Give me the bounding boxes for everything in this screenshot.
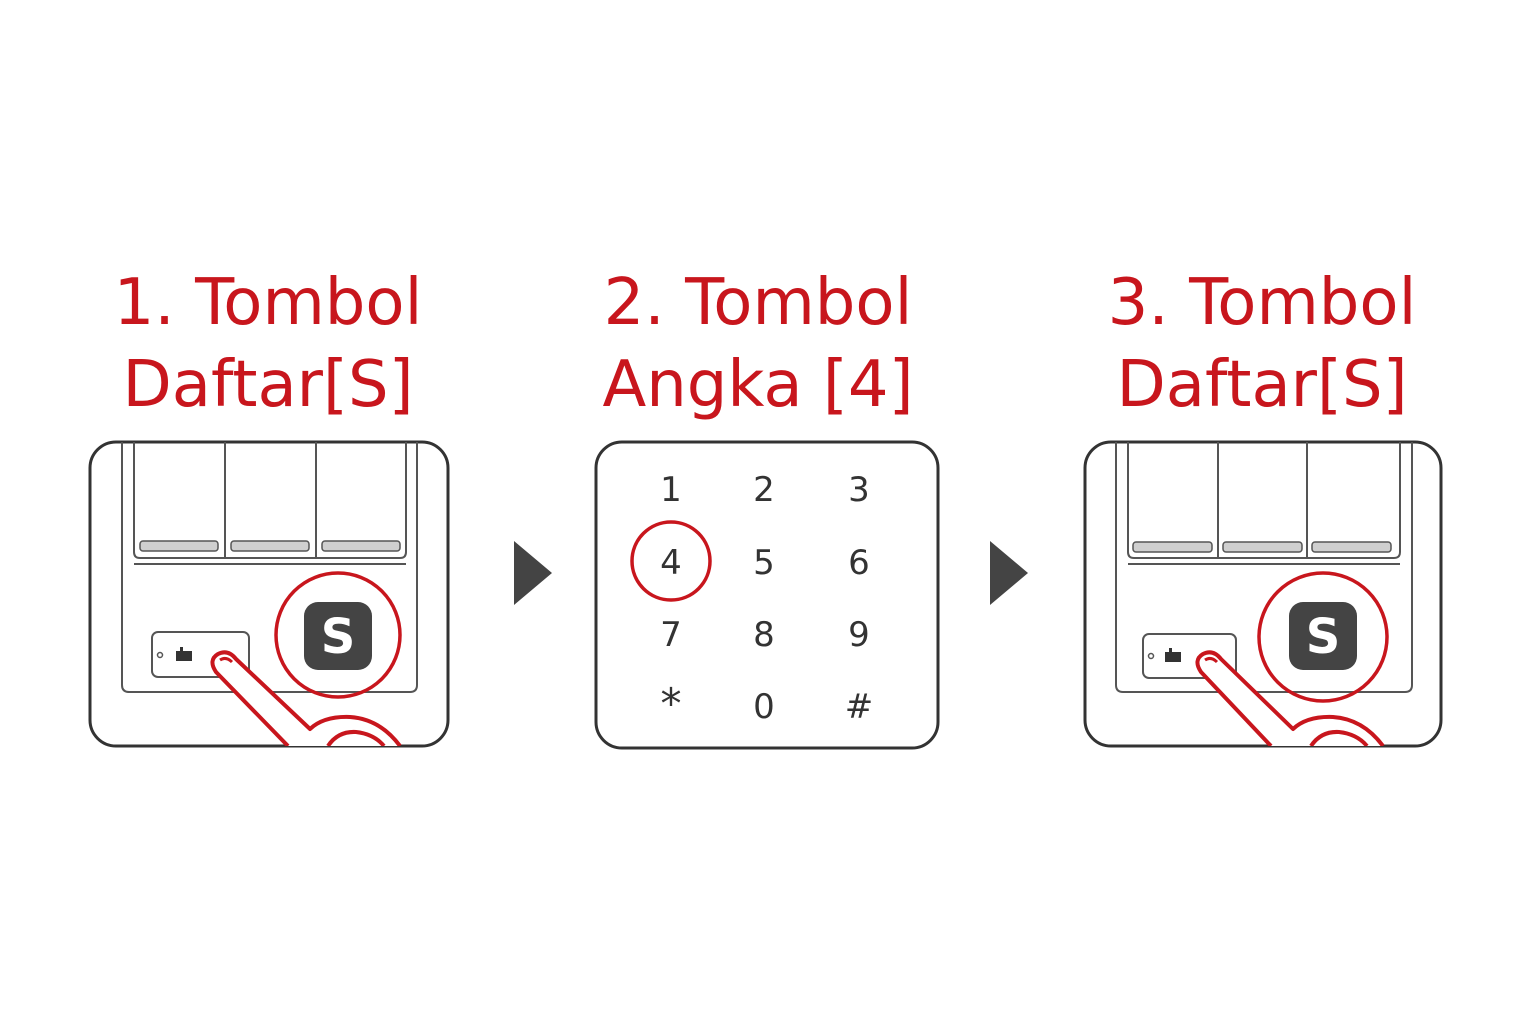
lock-body: S [121,442,418,746]
keypad-key-3[interactable]: 3 [848,470,870,510]
keypad-frame [594,440,940,750]
highlight-circle [274,571,402,699]
keypad-key-9[interactable]: 9 [848,615,870,655]
slot-indicator-2 [230,540,310,552]
keypad-key-4[interactable]: 4 [660,543,682,583]
s-key-icon: S [321,609,356,665]
s-key-icon: S [1306,609,1341,665]
keypad-key-star[interactable]: * [661,679,682,728]
step-2-title-line2: Angka [4] [602,348,914,422]
slot-indicator-3 [321,540,401,552]
register-s-button[interactable] [1289,602,1357,670]
step-3-title: 3. Tombol Daftar[S] [1052,262,1472,426]
keypad-key-7[interactable]: 7 [660,615,682,655]
step-2-keypad-illustration: 1 2 3 4 5 6 7 8 9 * 0 # [594,440,940,750]
keypad-key-hash[interactable]: # [845,687,874,727]
slot-indicator-3 [1311,541,1392,553]
pointing-finger-icon [210,650,402,746]
pointing-finger-icon [1195,650,1385,746]
step-1-title-line2: Daftar[S] [122,348,414,422]
step-3-title-line1: 3. Tombol [1107,266,1417,340]
keypad-key-0[interactable]: 0 [753,687,775,727]
battery-icon [180,647,183,651]
next-step-arrow-icon [514,541,552,605]
keypad-key-1[interactable]: 1 [660,470,682,510]
lock-body: S [1115,442,1413,746]
step-1-lock-illustration: S [88,440,450,748]
keypad-keys: 1 2 3 4 5 6 7 8 9 * 0 # [660,470,873,728]
step-2-title: 2. Tombol Angka [4] [548,262,968,426]
slot-indicator-1 [139,540,219,552]
step-2-title-line1: 2. Tombol [603,266,913,340]
step-3-lock-illustration: S [1083,440,1443,748]
next-step-arrow-icon [990,541,1028,605]
keypad-key-8[interactable]: 8 [753,615,775,655]
slot-indicator-1 [1132,541,1213,553]
keypad-key-6[interactable]: 6 [848,543,870,583]
key-highlight-circle [630,520,712,602]
slot-indicator-2 [1222,541,1303,553]
battery-icon [1169,648,1172,652]
keypad-key-5[interactable]: 5 [753,543,775,583]
highlight-circle [1257,571,1389,703]
step-1-title-line1: 1. Tombol [113,266,423,340]
step-1-title: 1. Tombol Daftar[S] [58,262,478,426]
keypad-key-2[interactable]: 2 [753,470,775,510]
register-s-button[interactable] [304,602,372,670]
step-3-title-line2: Daftar[S] [1116,348,1408,422]
